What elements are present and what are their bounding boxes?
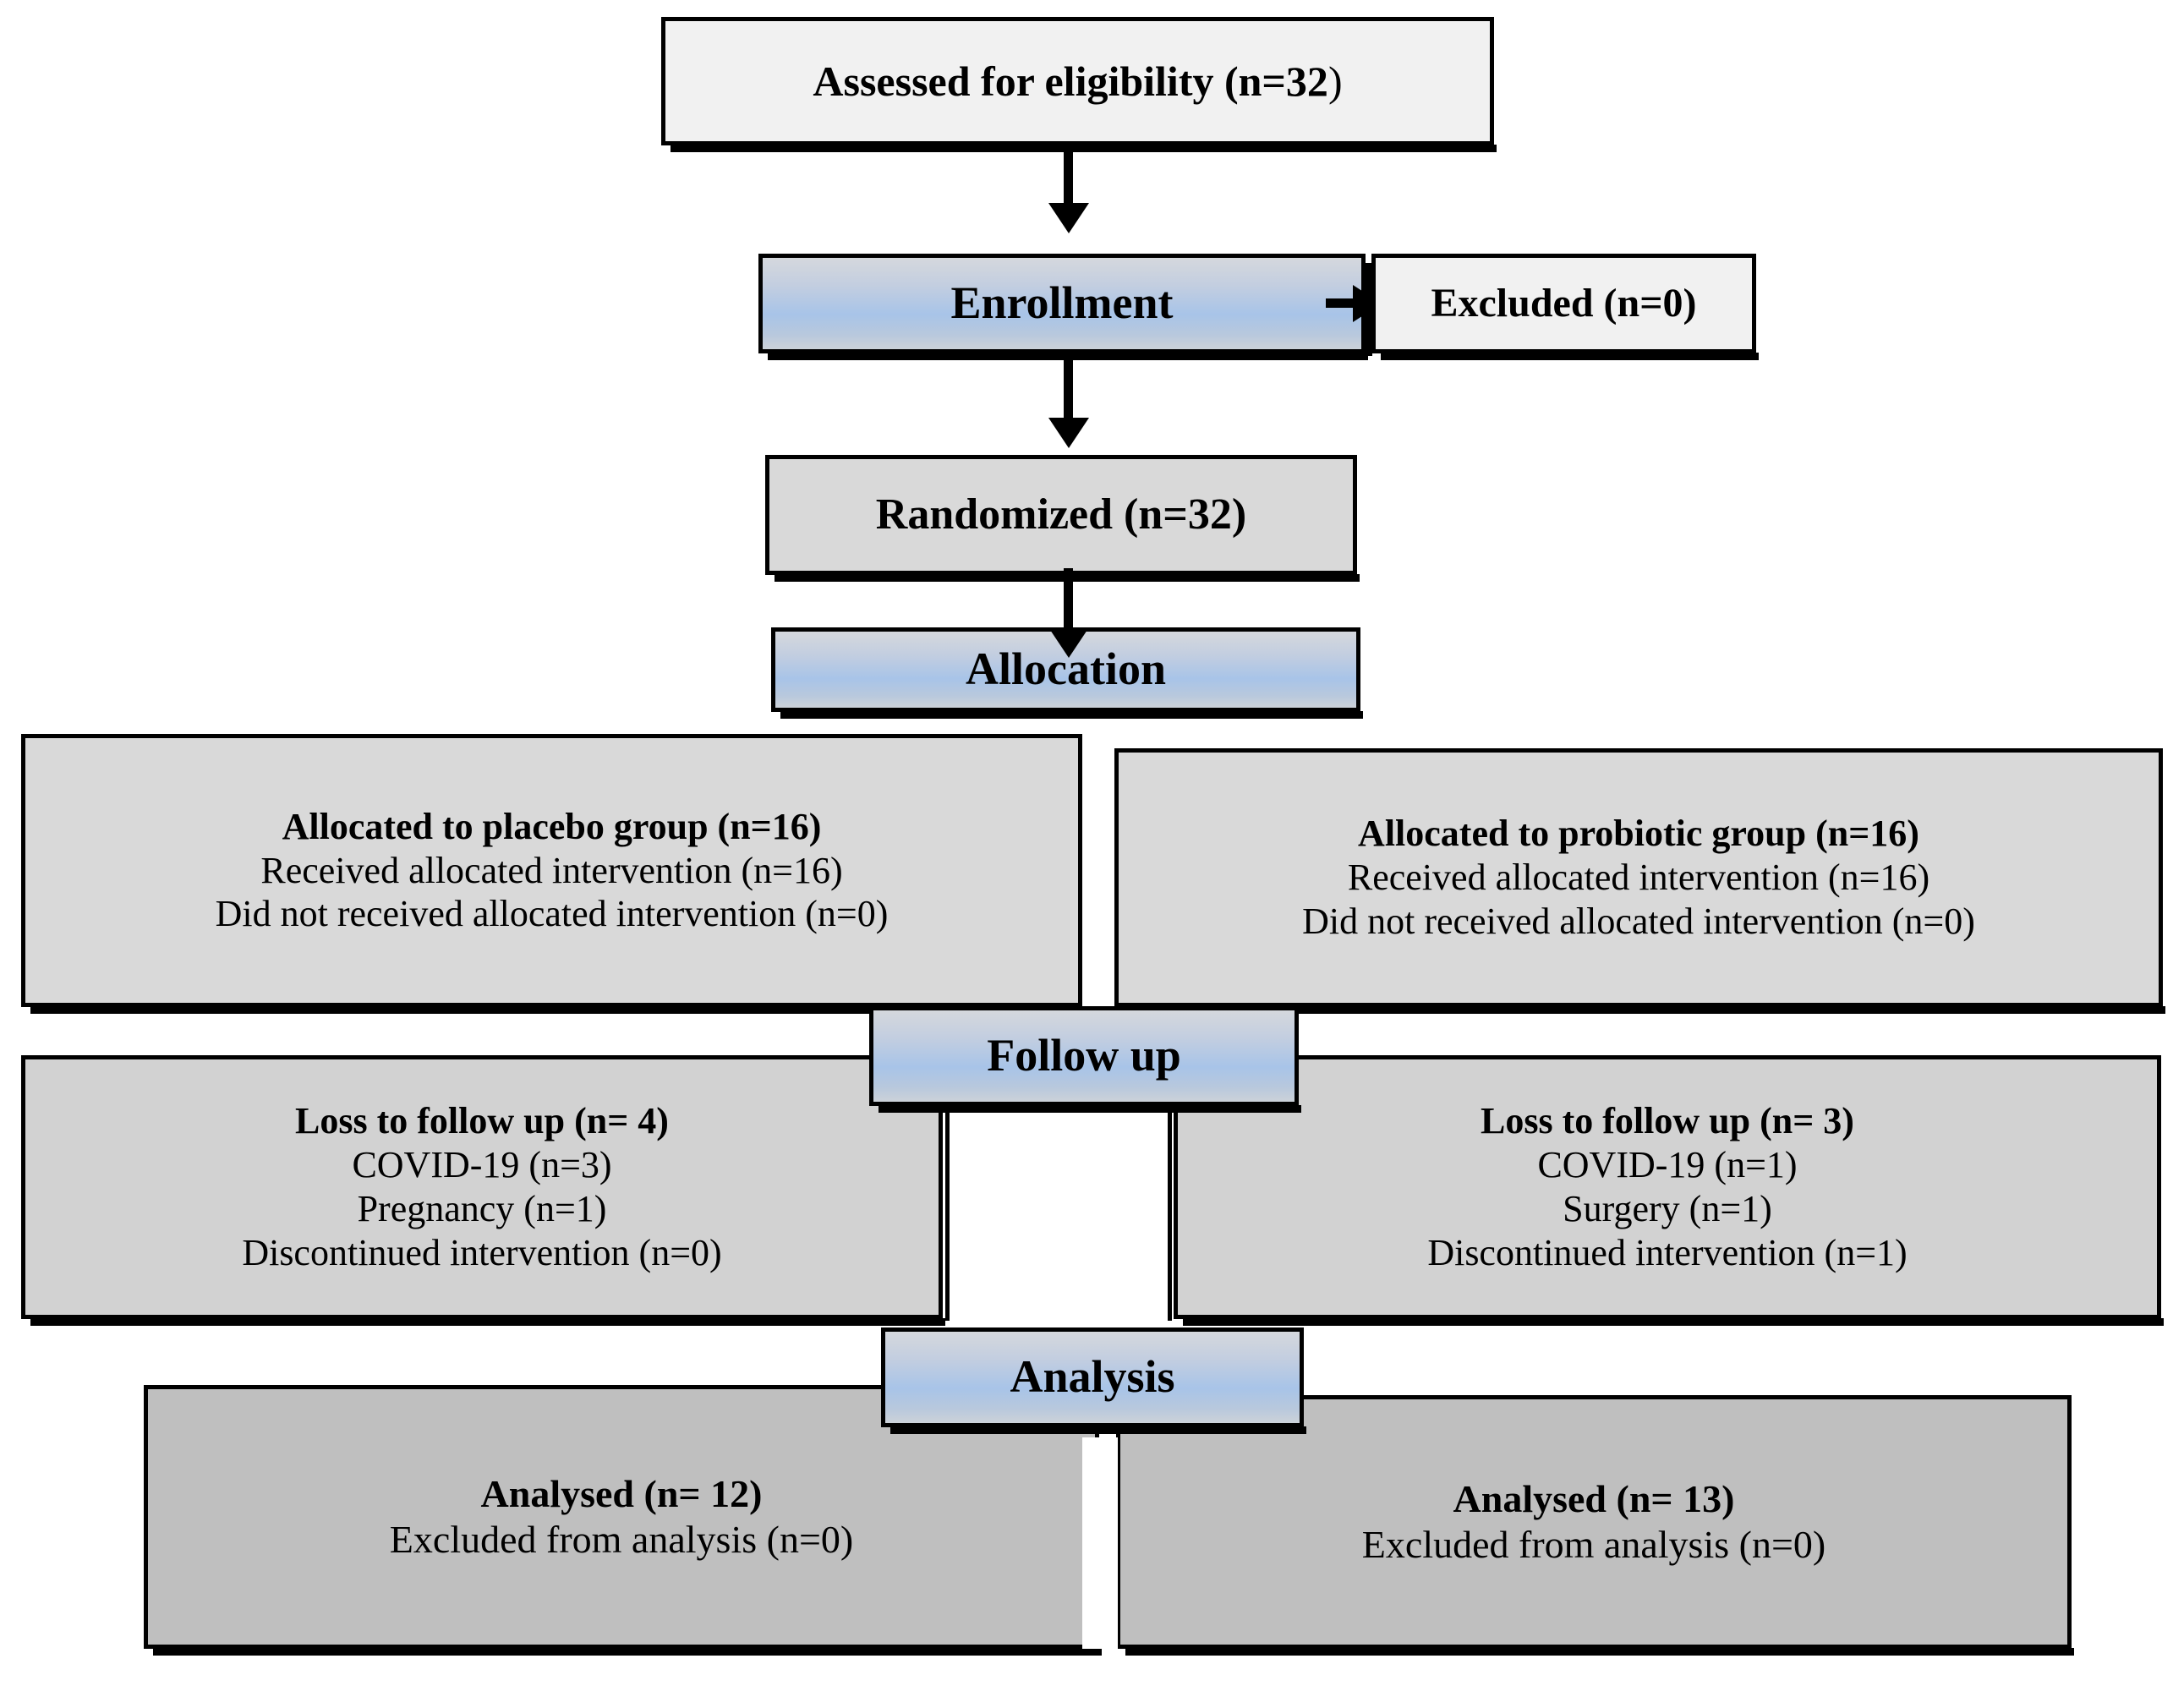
excluded-box: Excluded (n=0) bbox=[1371, 254, 1759, 360]
analysis-left-heading: Analysed (n= 12) bbox=[480, 1471, 763, 1515]
analysis-right-line-1: Excluded from analysis (n=0) bbox=[1361, 1523, 1826, 1566]
followup-left-box: Loss to follow up (n= 4) COVID-19 (n=3) … bbox=[21, 1055, 945, 1326]
followup-right-heading: Loss to follow up (n= 3) bbox=[1481, 1100, 1854, 1142]
enrollment-banner: Enrollment bbox=[758, 254, 1372, 360]
allocation-right-line-2: Did not received allocated intervention … bbox=[1302, 900, 1975, 942]
enrollment-banner-label: Enrollment bbox=[950, 277, 1174, 329]
analysis-gap bbox=[1082, 1437, 1118, 1649]
analysis-right-heading: Analysed (n= 13) bbox=[1453, 1476, 1735, 1520]
allocation-right-heading: Allocated to probiotic group (n=16) bbox=[1358, 813, 1919, 855]
followup-right-line-3: Discontinued intervention (n=1) bbox=[1427, 1231, 1908, 1273]
followup-right-line-1: COVID-19 (n=1) bbox=[1537, 1144, 1798, 1186]
connector-enrollment-randomized bbox=[1064, 355, 1073, 421]
analysis-left-line-1: Excluded from analysis (n=0) bbox=[389, 1518, 854, 1561]
connector-eligibility-enrollment bbox=[1064, 145, 1073, 206]
allocation-right-line-1: Received allocated intervention (n=16) bbox=[1347, 857, 1930, 899]
connector-randomized-allocation bbox=[1064, 568, 1073, 634]
followup-left-line-2: Pregnancy (n=1) bbox=[357, 1188, 607, 1229]
excluded-label: Excluded (n=0) bbox=[1431, 280, 1697, 326]
arrowhead-randomized-allocation bbox=[1048, 627, 1089, 658]
followup-right-box: Loss to follow up (n= 3) COVID-19 (n=1) … bbox=[1174, 1055, 2164, 1326]
allocation-left-line-2: Did not received allocated intervention … bbox=[215, 893, 889, 935]
followup-right-line-2: Surgery (n=1) bbox=[1563, 1188, 1772, 1229]
followup-left-line-3: Discontinued intervention (n=0) bbox=[242, 1231, 722, 1273]
eligibility-label: Assessed for eligibility (n=32) bbox=[813, 57, 1343, 105]
connector-enrollment-excluded bbox=[1326, 298, 1377, 308]
allocation-right-box: Allocated to probiotic group (n=16) Rece… bbox=[1114, 748, 2165, 1014]
analysis-banner-label: Analysis bbox=[1010, 1351, 1175, 1403]
randomized-label: Randomized (n=32) bbox=[875, 490, 1247, 539]
arrowhead-eligibility-enrollment bbox=[1048, 203, 1089, 233]
analysis-banner: Analysis bbox=[881, 1327, 1306, 1434]
allocation-left-line-1: Received allocated intervention (n=16) bbox=[260, 849, 843, 891]
followup-banner-label: Follow up bbox=[987, 1030, 1181, 1081]
followup-left-line-1: COVID-19 (n=3) bbox=[352, 1144, 612, 1186]
followup-gap bbox=[945, 1099, 1172, 1321]
allocation-left-box: Allocated to placebo group (n=16) Receiv… bbox=[21, 734, 1085, 1014]
arrowhead-enrollment-randomized bbox=[1048, 418, 1089, 448]
eligibility-box: Assessed for eligibility (n=32) bbox=[661, 17, 1497, 152]
randomized-box: Randomized (n=32) bbox=[765, 455, 1360, 582]
followup-left-heading: Loss to follow up (n= 4) bbox=[295, 1100, 669, 1142]
followup-banner: Follow up bbox=[869, 1006, 1301, 1113]
allocation-left-heading: Allocated to placebo group (n=16) bbox=[282, 805, 822, 847]
analysis-right-box: Analysed (n= 13) Excluded from analysis … bbox=[1116, 1395, 2074, 1656]
